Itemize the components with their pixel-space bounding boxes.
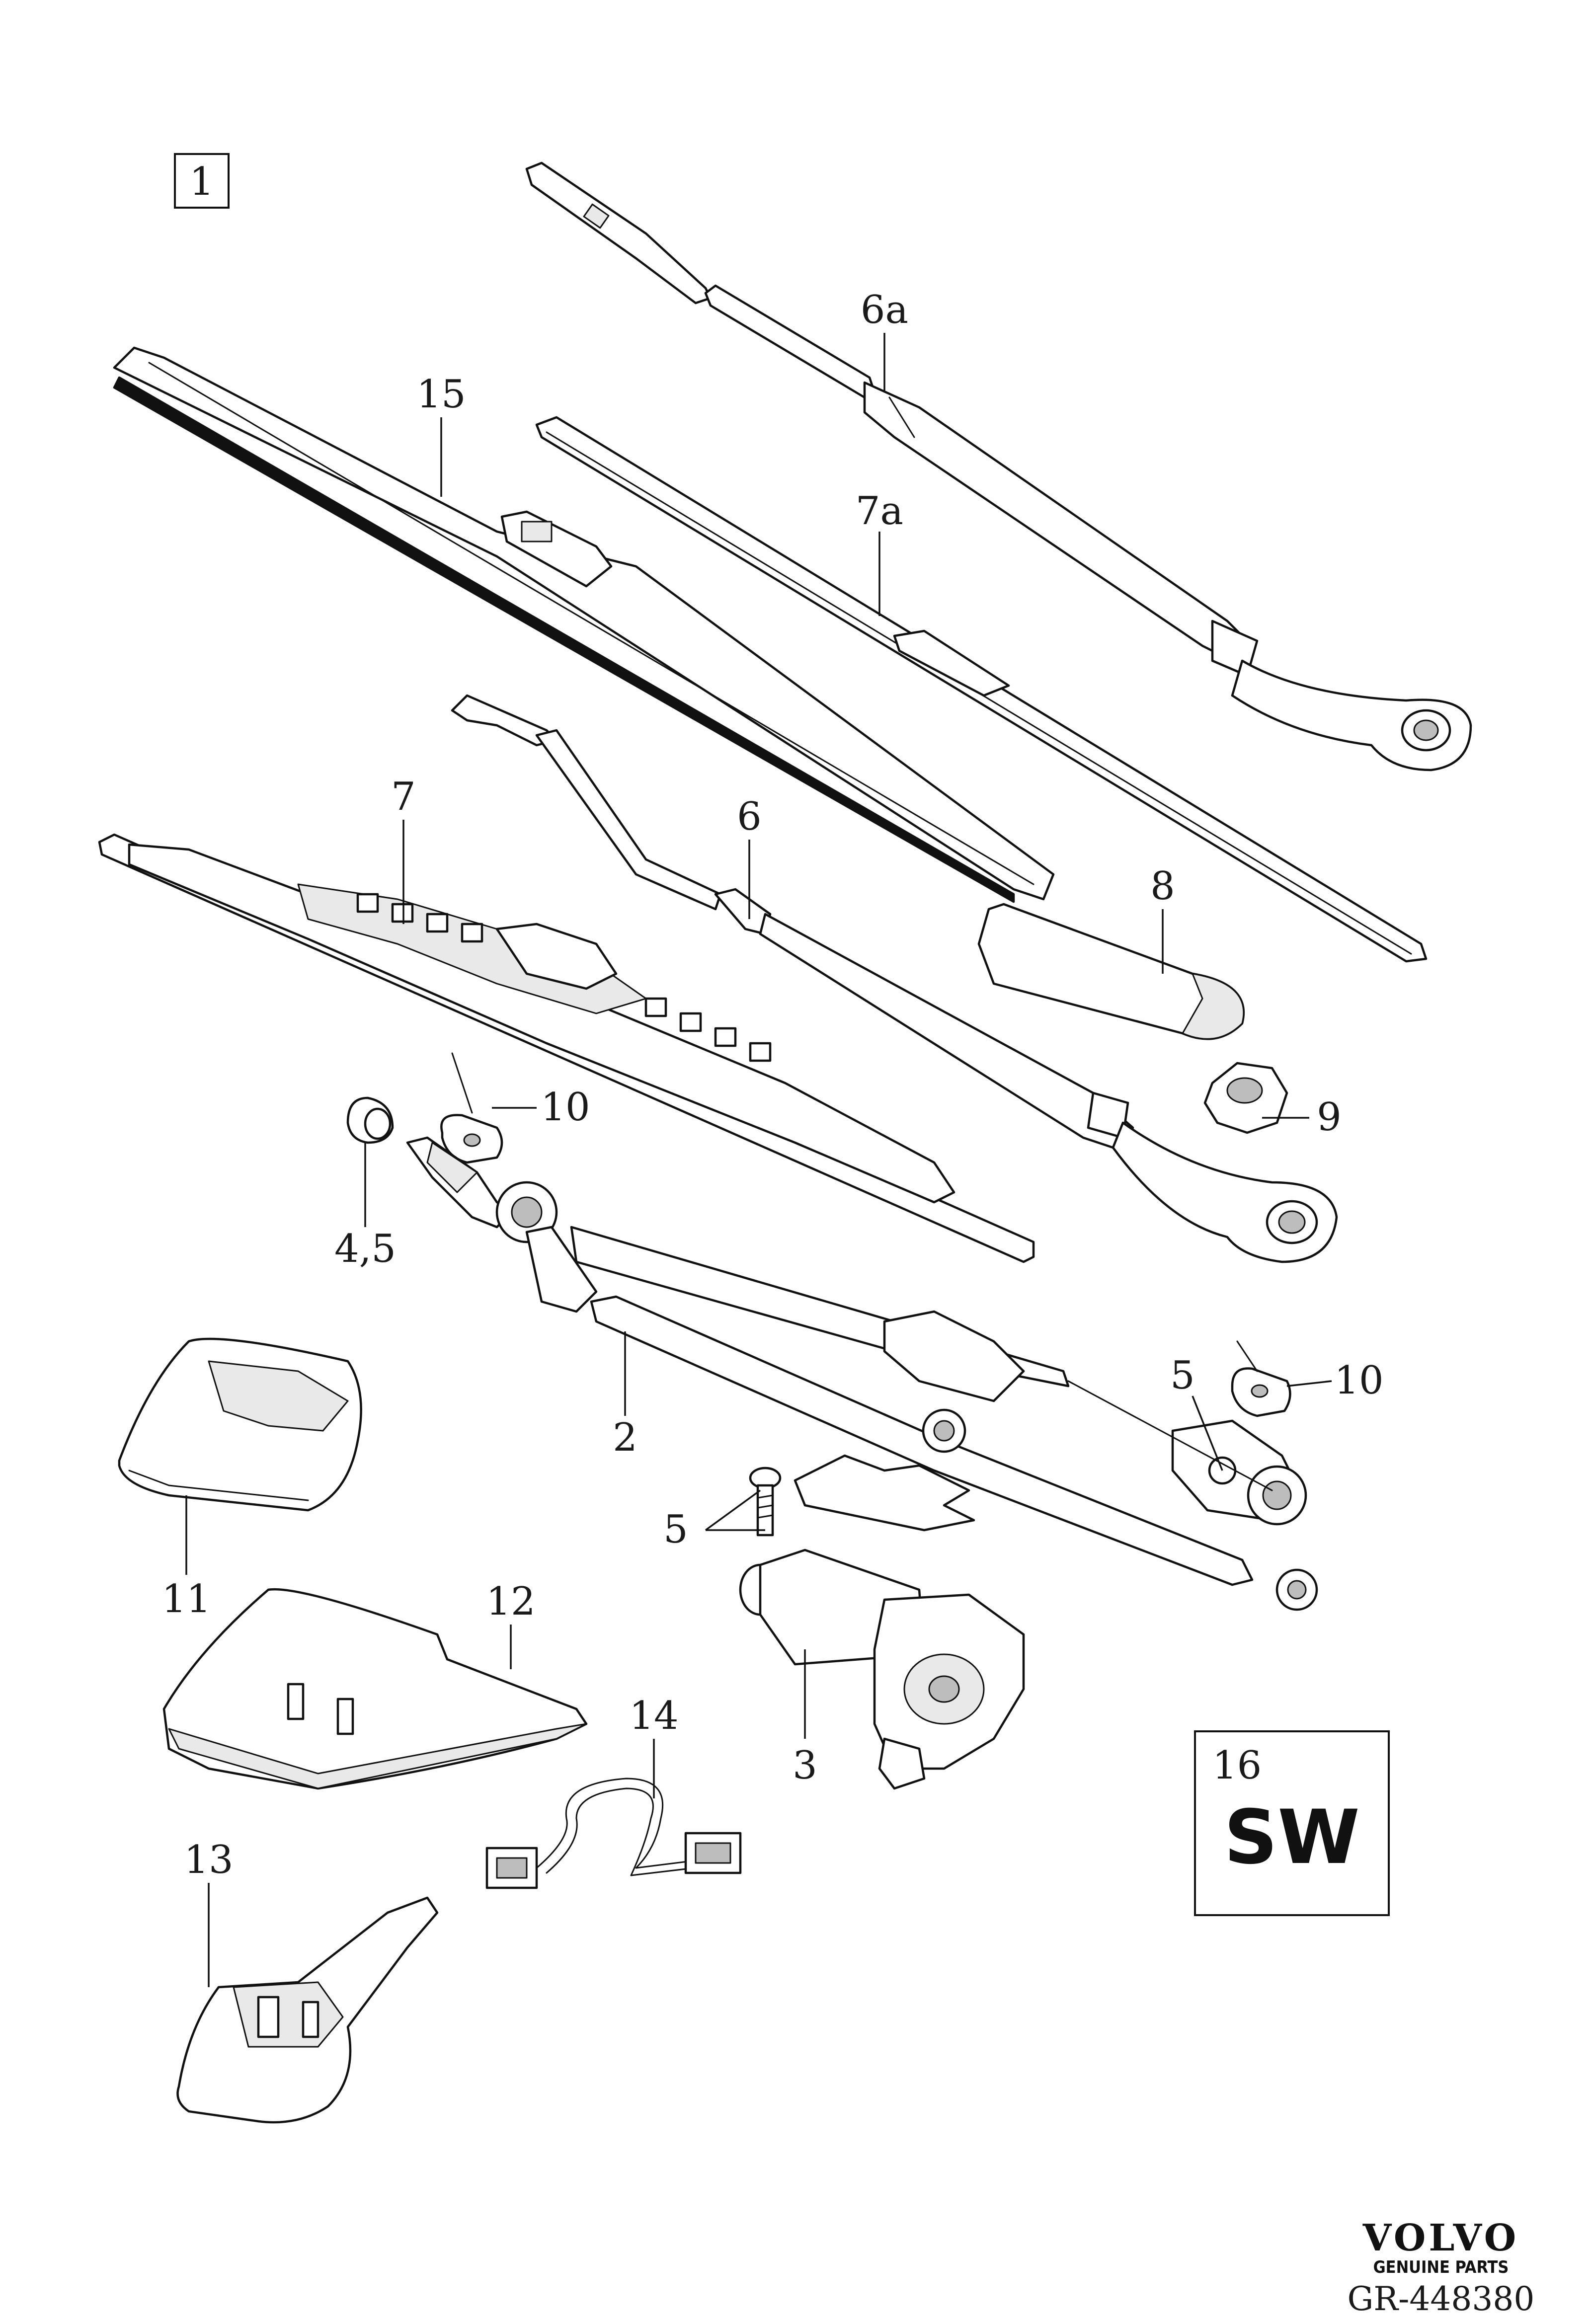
wiper-blade-7: [98, 833, 1035, 1263]
linkage-2: [406, 1136, 1318, 1611]
callout-labels: 6a 15 7a 7 6 8 10 9 4,5 5 10 2 5 11 12 1…: [161, 288, 1383, 1882]
legend-number: 16: [1212, 1743, 1262, 1788]
motor-3: [739, 1549, 1025, 1790]
clip-10-lower: [1231, 1340, 1291, 1417]
legend-code: SW: [1224, 1794, 1360, 1881]
brand-block: VOLVO GENUINE PARTS GR-448380: [1348, 2217, 1535, 2318]
callout-6: 6: [737, 794, 762, 839]
arm-cover-8: [977, 903, 1245, 1040]
legend-box: 16 SW: [1194, 1730, 1390, 1916]
callout-8: 8: [1150, 864, 1175, 909]
callout-14: 14: [629, 1694, 678, 1738]
cowl-panel-12: [162, 1588, 588, 1790]
callout-9: 9: [1317, 1095, 1342, 1140]
volvo-logo: VOLVO: [1362, 2217, 1519, 2259]
callout-15: 15: [416, 372, 466, 417]
wiper-blade-7a: [535, 416, 1428, 963]
callout-3: 3: [793, 1743, 817, 1788]
callout-11: 11: [161, 1577, 211, 1622]
callout-10-lower: 10: [1334, 1358, 1383, 1403]
callout-7a: 7a: [856, 489, 903, 534]
grommet-4-5: [346, 1096, 394, 1144]
bolt-5: [749, 1467, 782, 1537]
clip-10-upper: [440, 1052, 503, 1164]
group-number: 1: [189, 159, 214, 204]
callout-6a: 6a: [861, 288, 908, 332]
callout-7: 7: [391, 775, 416, 819]
wiper-arm-6a: [525, 161, 1472, 772]
callout-5-bolt: 5: [663, 1507, 688, 1552]
leader-lines: [185, 333, 1332, 1987]
group-number-box: 1: [174, 153, 230, 209]
cover-11: [118, 1337, 362, 1512]
diagram-reference: GR-448380: [1348, 2280, 1535, 2318]
genuine-parts-label: GENUINE PARTS: [1373, 2257, 1509, 2277]
wiper-arm-6: [451, 694, 1338, 1263]
bracket-13: [176, 1896, 439, 2124]
callout-10-upper: 10: [541, 1085, 590, 1130]
callout-4-5: 4,5: [334, 1227, 396, 1271]
callout-13: 13: [184, 1838, 233, 1882]
nut-9: [1203, 1062, 1288, 1134]
harness-14: [485, 1778, 742, 1889]
callout-2: 2: [613, 1415, 637, 1460]
callout-12: 12: [486, 1579, 535, 1624]
callout-5-right: 5: [1170, 1353, 1195, 1398]
wiper-blade-15: [113, 346, 1055, 903]
